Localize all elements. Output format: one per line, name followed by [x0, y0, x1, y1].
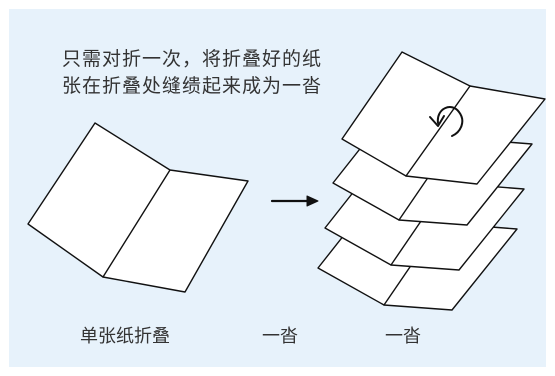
right-arrow-icon — [270, 195, 319, 207]
instruction-text: 只需对折一次，将折叠好的纸 张在折叠处缝缋起来成为一沓 — [62, 46, 323, 100]
rotate-arrow-icon — [429, 106, 464, 137]
caption-stack-right: 一沓 — [385, 326, 421, 347]
single-folded-sheet — [27, 122, 249, 293]
signature-stack — [317, 51, 546, 311]
folded-sheet-crease — [102, 169, 171, 278]
caption-single-sheet: 单张纸折叠 — [80, 326, 170, 347]
instruction-line-1: 只需对折一次，将折叠好的纸 — [62, 48, 323, 70]
folded-sheet-outline — [27, 122, 249, 293]
caption-stack-mid: 一沓 — [262, 326, 298, 347]
instruction-line-2: 张在折叠处缝缋起来成为一沓 — [62, 75, 323, 97]
